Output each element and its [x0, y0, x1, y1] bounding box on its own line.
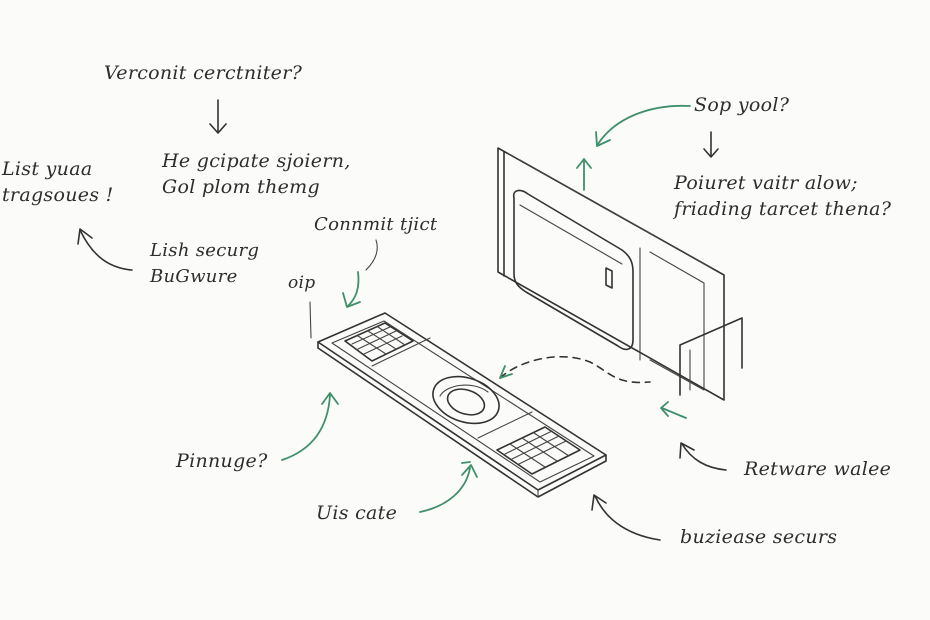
- buziease-label: buziease securs: [680, 526, 838, 548]
- keyboard-device: [309, 301, 607, 498]
- pinnuge-label: Pinnuge?: [176, 450, 268, 472]
- lish-secure-line-1: Lish securg: [150, 240, 260, 261]
- center-note-line-2: Gol plom themg: [162, 176, 320, 198]
- lish-secure-label: Lish securg BuGwure: [150, 238, 259, 290]
- poiuret-label: Poiuret vaitr alow; friading tarcet then…: [674, 170, 891, 222]
- poiuret-line-2: friading tarcet thena?: [674, 198, 892, 220]
- black-arrows: [77, 99, 727, 541]
- retware-label: Retware walee: [744, 458, 892, 480]
- oip-label: oip: [288, 273, 316, 293]
- top-keypad: [344, 322, 414, 362]
- bottom-keypad: [496, 426, 581, 475]
- left-question-line-2: tragsoues !: [2, 184, 114, 206]
- dashed-connector: [499, 356, 651, 384]
- poiuret-line-1: Poiuret vaitr alow;: [674, 172, 858, 194]
- center-note-line-1: He gcipate sjoiern,: [162, 150, 351, 172]
- center-dial: [432, 375, 500, 425]
- center-note-label: He gcipate sjoiern, Gol plom themg: [162, 148, 351, 200]
- sop-yool-label: Sop yool?: [694, 94, 790, 116]
- tablet-device: [497, 147, 743, 401]
- left-question-line-1: List yuaa: [2, 158, 93, 180]
- lish-secure-line-2: BuGwure: [150, 266, 238, 287]
- uis-cate-label: Uis cate: [316, 502, 398, 524]
- commit-label: Connmit tjict: [314, 214, 438, 235]
- left-question-label: List yuaa tragsoues !: [2, 156, 114, 208]
- green-arrows: [281, 104, 691, 513]
- top-title-label: Verconit cerctniter?: [104, 62, 303, 84]
